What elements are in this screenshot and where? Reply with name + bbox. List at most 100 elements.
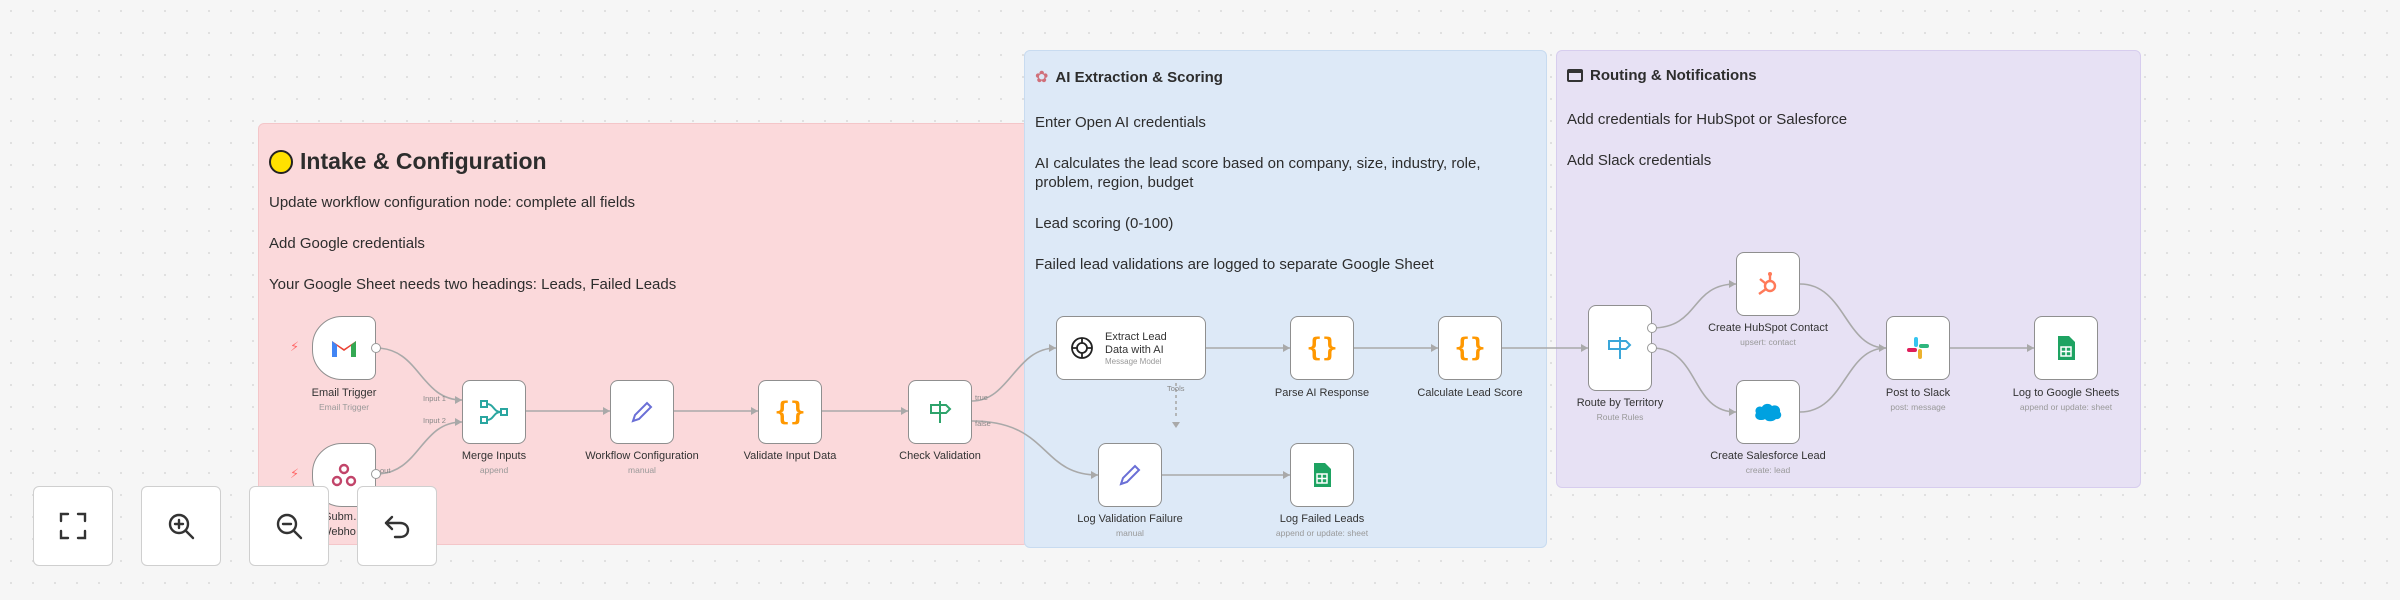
node-log-validation-failure[interactable] [1098, 443, 1162, 507]
node-subtitle: create: lead [1745, 465, 1791, 475]
sticky-title: AI Extraction & Scoring [1055, 68, 1223, 86]
node-route-by-territory[interactable] [1588, 305, 1652, 391]
yellow-circle-icon [269, 149, 293, 174]
node-label: Create Salesforce Lead [1710, 450, 1826, 462]
edge-route-salesforce [1651, 347, 1737, 413]
node-create-salesforce-lead[interactable] [1736, 380, 1800, 444]
node-label: Log Validation Failure [1077, 513, 1183, 525]
node-label: Parse AI Response [1274, 387, 1370, 399]
fit-view-button[interactable] [33, 486, 113, 566]
merge-icon [480, 400, 508, 424]
code-icon: {} [1454, 333, 1486, 363]
node-label: Route by Territory [1576, 397, 1664, 409]
node-label: Log to Google Sheets [2012, 387, 2120, 399]
pencil-icon [1119, 464, 1141, 486]
switch-icon [1608, 337, 1632, 359]
node-extract-lead-data[interactable]: Extract Lead Data with AI Message Model [1056, 316, 1206, 380]
node-label: Email Trigger [311, 387, 377, 399]
edge-salesforce-slack [1799, 347, 1887, 413]
node-parse-ai-response[interactable]: {} [1290, 316, 1354, 380]
node-label: Calculate Lead Score [1417, 387, 1523, 399]
brain-icon: ✿ [1035, 69, 1049, 86]
briefcase-icon [1567, 69, 1583, 82]
sticky-intake-configuration[interactable]: Intake & Configuration Update workflow c… [258, 123, 1029, 545]
node-label: Validate Input Data [743, 450, 837, 462]
edge-route-hubspot [1651, 283, 1737, 329]
node-subtitle: append [479, 465, 509, 475]
zoom-out-button[interactable] [249, 486, 329, 566]
node-label: Subm… [324, 511, 364, 523]
zoom-out-icon [276, 513, 303, 540]
output-handle[interactable] [371, 469, 381, 479]
node-label: Create HubSpot Contact [1708, 322, 1828, 334]
node-label: Extract Lead [1105, 330, 1167, 343]
node-post-to-slack[interactable] [1886, 316, 1950, 380]
node-subtitle: manual [1116, 528, 1144, 538]
sticky-line: Add Slack credentials [1567, 152, 1712, 169]
node-subtitle: upsert: contact [1740, 337, 1796, 347]
sticky-routing-notifications[interactable]: Routing & Notifications Add credentials … [1556, 50, 2141, 488]
sticky-line: Add credentials for HubSpot or Salesforc… [1567, 111, 1848, 128]
hubspot-icon [1758, 272, 1777, 295]
pencil-icon [631, 401, 653, 423]
node-subtitle: Message Model [1105, 356, 1162, 366]
output-handle[interactable] [1647, 323, 1657, 333]
node-merge-inputs[interactable] [462, 380, 526, 444]
edge-check-logfail [971, 420, 1099, 476]
google-sheets-icon [2058, 336, 2075, 360]
sticky-line: AI calculates the lead score based on co… [1035, 155, 1481, 191]
node-subtitle: append or update: sheet [1275, 528, 1369, 538]
edge-email-merge [375, 347, 463, 401]
sticky-line: Failed lead validations are logged to se… [1035, 256, 1434, 273]
node-create-hubspot-contact[interactable] [1736, 252, 1800, 316]
node-log-to-google-sheets[interactable] [2034, 316, 2098, 380]
sticky-line: Update workflow configuration node: comp… [269, 194, 636, 211]
gmail-icon [332, 341, 356, 357]
code-icon: {} [774, 397, 806, 427]
node-subtitle: Email Trigger [318, 402, 370, 412]
sticky-title: Routing & Notifications [1590, 67, 1757, 84]
sticky-line: Add Google credentials [269, 235, 425, 252]
node-label: Check Validation [899, 450, 981, 462]
edge-check-extract [971, 347, 1057, 402]
undo-icon [384, 515, 410, 539]
node-label: Data with AI [1105, 343, 1164, 356]
sticky-line: Lead scoring (0-100) [1035, 215, 1174, 232]
sticky-title: Intake & Configuration [300, 148, 547, 174]
node-subtitle: manual [628, 465, 656, 475]
sticky-line: Enter Open AI credentials [1035, 114, 1206, 131]
node-email-trigger[interactable] [312, 316, 376, 380]
node-subtitle: Webho… [321, 526, 367, 538]
node-label: Workflow Configuration [585, 450, 699, 462]
fit-view-icon [59, 512, 87, 540]
salesforce-icon [1755, 403, 1782, 422]
trigger-bolt-icon: ⚡ [290, 339, 300, 354]
edge-webhook-merge [375, 421, 463, 475]
node-subtitle: post: message [1890, 402, 1946, 412]
output-handle[interactable] [1647, 343, 1657, 353]
edge-hubspot-slack [1799, 283, 1887, 349]
zoom-in-button[interactable] [141, 486, 221, 566]
zoom-in-icon [168, 513, 195, 540]
node-subtitle: append or update: sheet [2019, 402, 2113, 412]
node-label: Post to Slack [1885, 387, 1951, 399]
output-handle[interactable] [371, 343, 381, 353]
trigger-bolt-icon: ⚡ [290, 466, 300, 481]
node-workflow-configuration[interactable] [610, 380, 674, 444]
if-icon [930, 401, 952, 423]
node-check-validation[interactable] [908, 380, 972, 444]
openai-icon [1071, 337, 1093, 359]
node-label: Log Failed Leads [1279, 513, 1365, 525]
node-label: Merge Inputs [461, 450, 527, 462]
sticky-line: Your Google Sheet needs two headings: Le… [269, 276, 677, 293]
node-subtitle: Route Rules [1596, 412, 1644, 422]
code-icon: {} [1306, 333, 1338, 363]
reset-zoom-button[interactable] [357, 486, 437, 566]
node-log-failed-leads[interactable] [1290, 443, 1354, 507]
slack-icon [1907, 337, 1929, 359]
node-calculate-lead-score[interactable]: {} [1438, 316, 1502, 380]
webhook-icon [331, 463, 357, 487]
node-validate-input-data[interactable]: {} [758, 380, 822, 444]
google-sheets-icon [1314, 463, 1331, 487]
